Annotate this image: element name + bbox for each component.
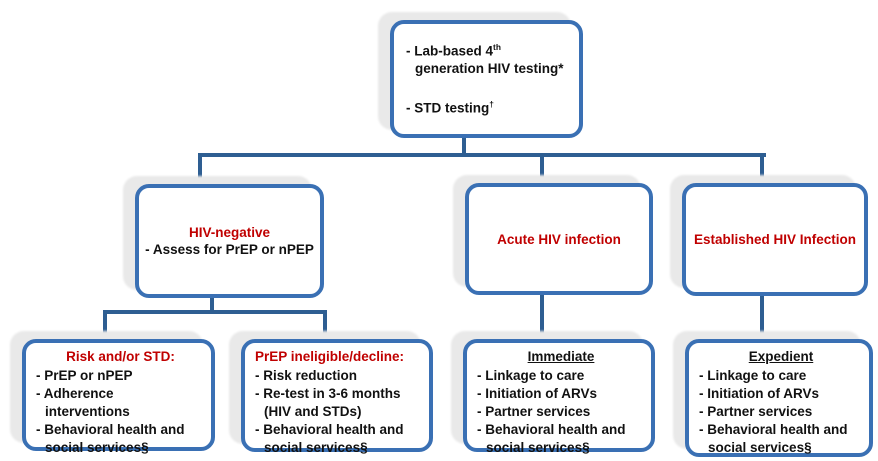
connector-acute-to-immediate [540,293,544,341]
list-item: - Behavioral health and [699,422,848,437]
superscript-dagger: † [489,98,494,109]
node-immediate: Immediate - Linkage to care - Initiation… [463,339,655,455]
node-heading: Acute HIV infection [497,231,621,247]
list-item-wrap: interventions [45,404,130,419]
list-item-wrap: social services§ [486,440,590,455]
node-risk-and-or-std: Risk and/or STD: - PrEP or nPEP - Adhere… [22,339,215,455]
node-established-hiv-infection: Established HIV Infection [682,183,868,296]
node-heading: Established HIV Infection [693,232,857,247]
list-item: - Partner services [699,404,813,419]
list-item: - Risk reduction [255,368,358,383]
bullet-lab-based-testing: - Lab-based 4th [406,39,573,60]
bullet-std-testing: - STD testing† [406,96,573,117]
list-item: - PrEP or nPEP [36,368,133,383]
list-item-wrap: social services§ [708,440,812,455]
node-heading: PrEP ineligible/decline: [255,349,405,364]
superscript-th: th [493,42,501,52]
list-item: - Behavioral health and [255,422,404,437]
list-item-wrap: (HIV and STDs) [264,404,362,419]
list-item: - Behavioral health and [477,422,626,437]
connector-drop-acute [540,153,544,186]
node-heading: Expedient [748,349,814,364]
connector-level2-horizontal [103,310,327,314]
list-item: - Re-test in 3-6 months [255,386,401,401]
list-item: - Behavioral health and [36,422,185,437]
node-acute-hiv-infection: Acute HIV infection [465,183,653,295]
bullet-text: - Lab-based 4 [406,43,494,59]
node-lab-based-testing: - Lab-based 4th generation HIV testing* … [390,20,583,138]
list-item-wrap: social services§ [45,440,149,455]
bullet-lab-based-testing-wrap: generation HIV testing* [415,60,564,76]
list-item: - Initiation of ARVs [699,386,819,401]
node-heading: Immediate [527,349,595,364]
node-subline: - Assess for PrEP or nPEP [145,242,314,257]
list-item: - Partner services [477,404,591,419]
connector-level1-horizontal [198,153,766,157]
connector-drop-established [760,153,764,186]
connector-established-to-expedient [760,294,764,341]
connector-drop-hiv-negative [198,153,202,186]
node-expedient: Expedient - Linkage to care - Initiation… [685,339,873,457]
connector-drop-prep-ineligible [323,310,327,341]
bullet-text: - STD testing [406,100,490,115]
list-item: - Linkage to care [477,368,585,383]
list-item-wrap: social services§ [264,440,368,455]
list-item: - Initiation of ARVs [477,386,597,401]
list-item: - Adherence [36,386,114,401]
node-prep-ineligible-decline: PrEP ineligible/decline: - Risk reductio… [241,339,433,455]
connector-drop-risk-std [103,310,107,341]
node-heading: Risk and/or STD: [66,349,175,364]
node-hiv-negative: HIV-negative - Assess for PrEP or nPEP [135,184,324,298]
connector-root-stem [462,136,466,157]
node-heading: HIV-negative [188,225,271,240]
list-item: - Linkage to care [699,368,807,383]
connector-hiv-negative-stem [210,296,214,314]
